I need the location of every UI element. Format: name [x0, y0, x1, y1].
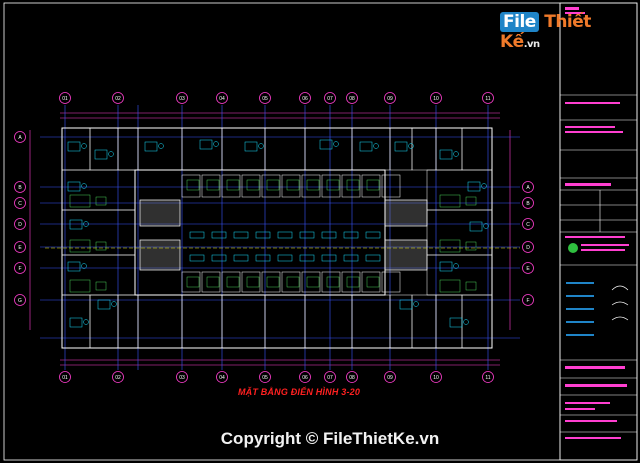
svg-text:03: 03: [179, 375, 185, 381]
svg-text:E: E: [526, 266, 530, 272]
building-outline: [61, 127, 493, 349]
title-block-text-marks: [565, 7, 629, 439]
grid-bubble-bottom: 11: [482, 371, 494, 383]
grid-bubble-right: C: [522, 218, 534, 230]
svg-text:10: 10: [433, 375, 439, 381]
svg-text:05: 05: [262, 375, 268, 381]
grid-bubble-bottom: 07: [324, 371, 336, 383]
svg-text:09: 09: [387, 96, 393, 102]
grid-bubble-top: 06: [299, 92, 311, 104]
svg-text:02: 02: [115, 96, 121, 102]
svg-text:01: 01: [62, 96, 68, 102]
svg-text:07: 07: [327, 96, 333, 102]
svg-text:D: D: [526, 245, 530, 251]
grid-bubble-left: D: [14, 218, 26, 230]
grid-bubble-bottom: 08: [346, 371, 358, 383]
svg-text:06: 06: [302, 375, 308, 381]
svg-text:09: 09: [387, 375, 393, 381]
svg-text:01: 01: [62, 375, 68, 381]
grid-bubble-top: 05: [259, 92, 271, 104]
svg-text:05: 05: [262, 96, 268, 102]
grid-bubble-right: E: [522, 262, 534, 274]
svg-text:F: F: [18, 266, 21, 272]
svg-text:11: 11: [485, 96, 490, 102]
cores: [139, 199, 428, 271]
grid-bubbles: 01 02 03 04 05 06 07 08 09 10 11 01 02 03 04 05 06 07 08 09…: [14, 92, 534, 383]
grid-bubble-bottom: 05: [259, 371, 271, 383]
grid-bubble-top: 11: [482, 92, 494, 104]
grid-bubble-top: 04: [216, 92, 228, 104]
drawing-title: MẶT BẰNG ĐIỂN HÌNH 3-20: [237, 387, 361, 397]
grid-bubble-top: 09: [384, 92, 396, 104]
grid-bubble-top: 02: [112, 92, 124, 104]
svg-text:A: A: [526, 185, 530, 191]
filethietke-logo: File Thiết Kế.vn: [500, 12, 591, 52]
furniture: [69, 179, 477, 293]
fixtures: [67, 139, 489, 328]
svg-text:D: D: [18, 222, 22, 228]
grid-bubble-left: C: [14, 197, 26, 209]
svg-text:03: 03: [179, 96, 185, 102]
svg-text:07: 07: [327, 375, 333, 381]
grid-bubble-left: E: [14, 241, 26, 253]
svg-text:04: 04: [219, 96, 225, 102]
svg-text:11: 11: [485, 375, 490, 381]
grid-bubble-bottom: 03: [176, 371, 188, 383]
grid-bubble-top: 07: [324, 92, 336, 104]
grid-bubble-bottom: 09: [384, 371, 396, 383]
svg-text:G: G: [18, 298, 22, 304]
grid-bubble-bottom: 06: [299, 371, 311, 383]
grid-bubble-bottom: 02: [112, 371, 124, 383]
grid-bubble-right: B: [522, 197, 534, 209]
svg-text:C: C: [18, 201, 22, 207]
grid-bubble-bottom: 04: [216, 371, 228, 383]
grid-bubble-bottom: 01: [59, 371, 71, 383]
grid-bubble-top: 03: [176, 92, 188, 104]
room-walls: [61, 127, 493, 349]
grid-bubble-left: B: [14, 181, 26, 193]
grid-bubble-top: 10: [430, 92, 442, 104]
svg-text:E: E: [18, 245, 22, 251]
grid-bubble-top: 08: [346, 92, 358, 104]
svg-text:02: 02: [115, 375, 121, 381]
grid-bubble-left: A: [14, 131, 26, 143]
svg-text:B: B: [18, 185, 22, 191]
svg-text:F: F: [526, 298, 529, 304]
dimension-lines: [29, 112, 511, 366]
svg-text:10: 10: [433, 96, 439, 102]
grid-bubble-top: 01: [59, 92, 71, 104]
title-block: [559, 2, 638, 461]
copyright-watermark: Copyright © FileThietKe.vn: [220, 429, 440, 448]
svg-text:08: 08: [349, 375, 355, 381]
grid-bubble-bottom: 10: [430, 371, 442, 383]
svg-text:B: B: [526, 201, 530, 207]
grid-bubble-right: D: [522, 241, 534, 253]
svg-text:08: 08: [349, 96, 355, 102]
svg-text:04: 04: [219, 375, 225, 381]
svg-text:A: A: [18, 135, 22, 141]
grid-bubble-right: A: [522, 181, 534, 193]
svg-text:C: C: [526, 222, 530, 228]
svg-text:06: 06: [302, 96, 308, 102]
grid-bubble-right: F: [522, 294, 534, 306]
grid-bubble-left: F: [14, 262, 26, 274]
structural-grid: [40, 105, 520, 370]
grid-bubble-left: G: [14, 294, 26, 306]
